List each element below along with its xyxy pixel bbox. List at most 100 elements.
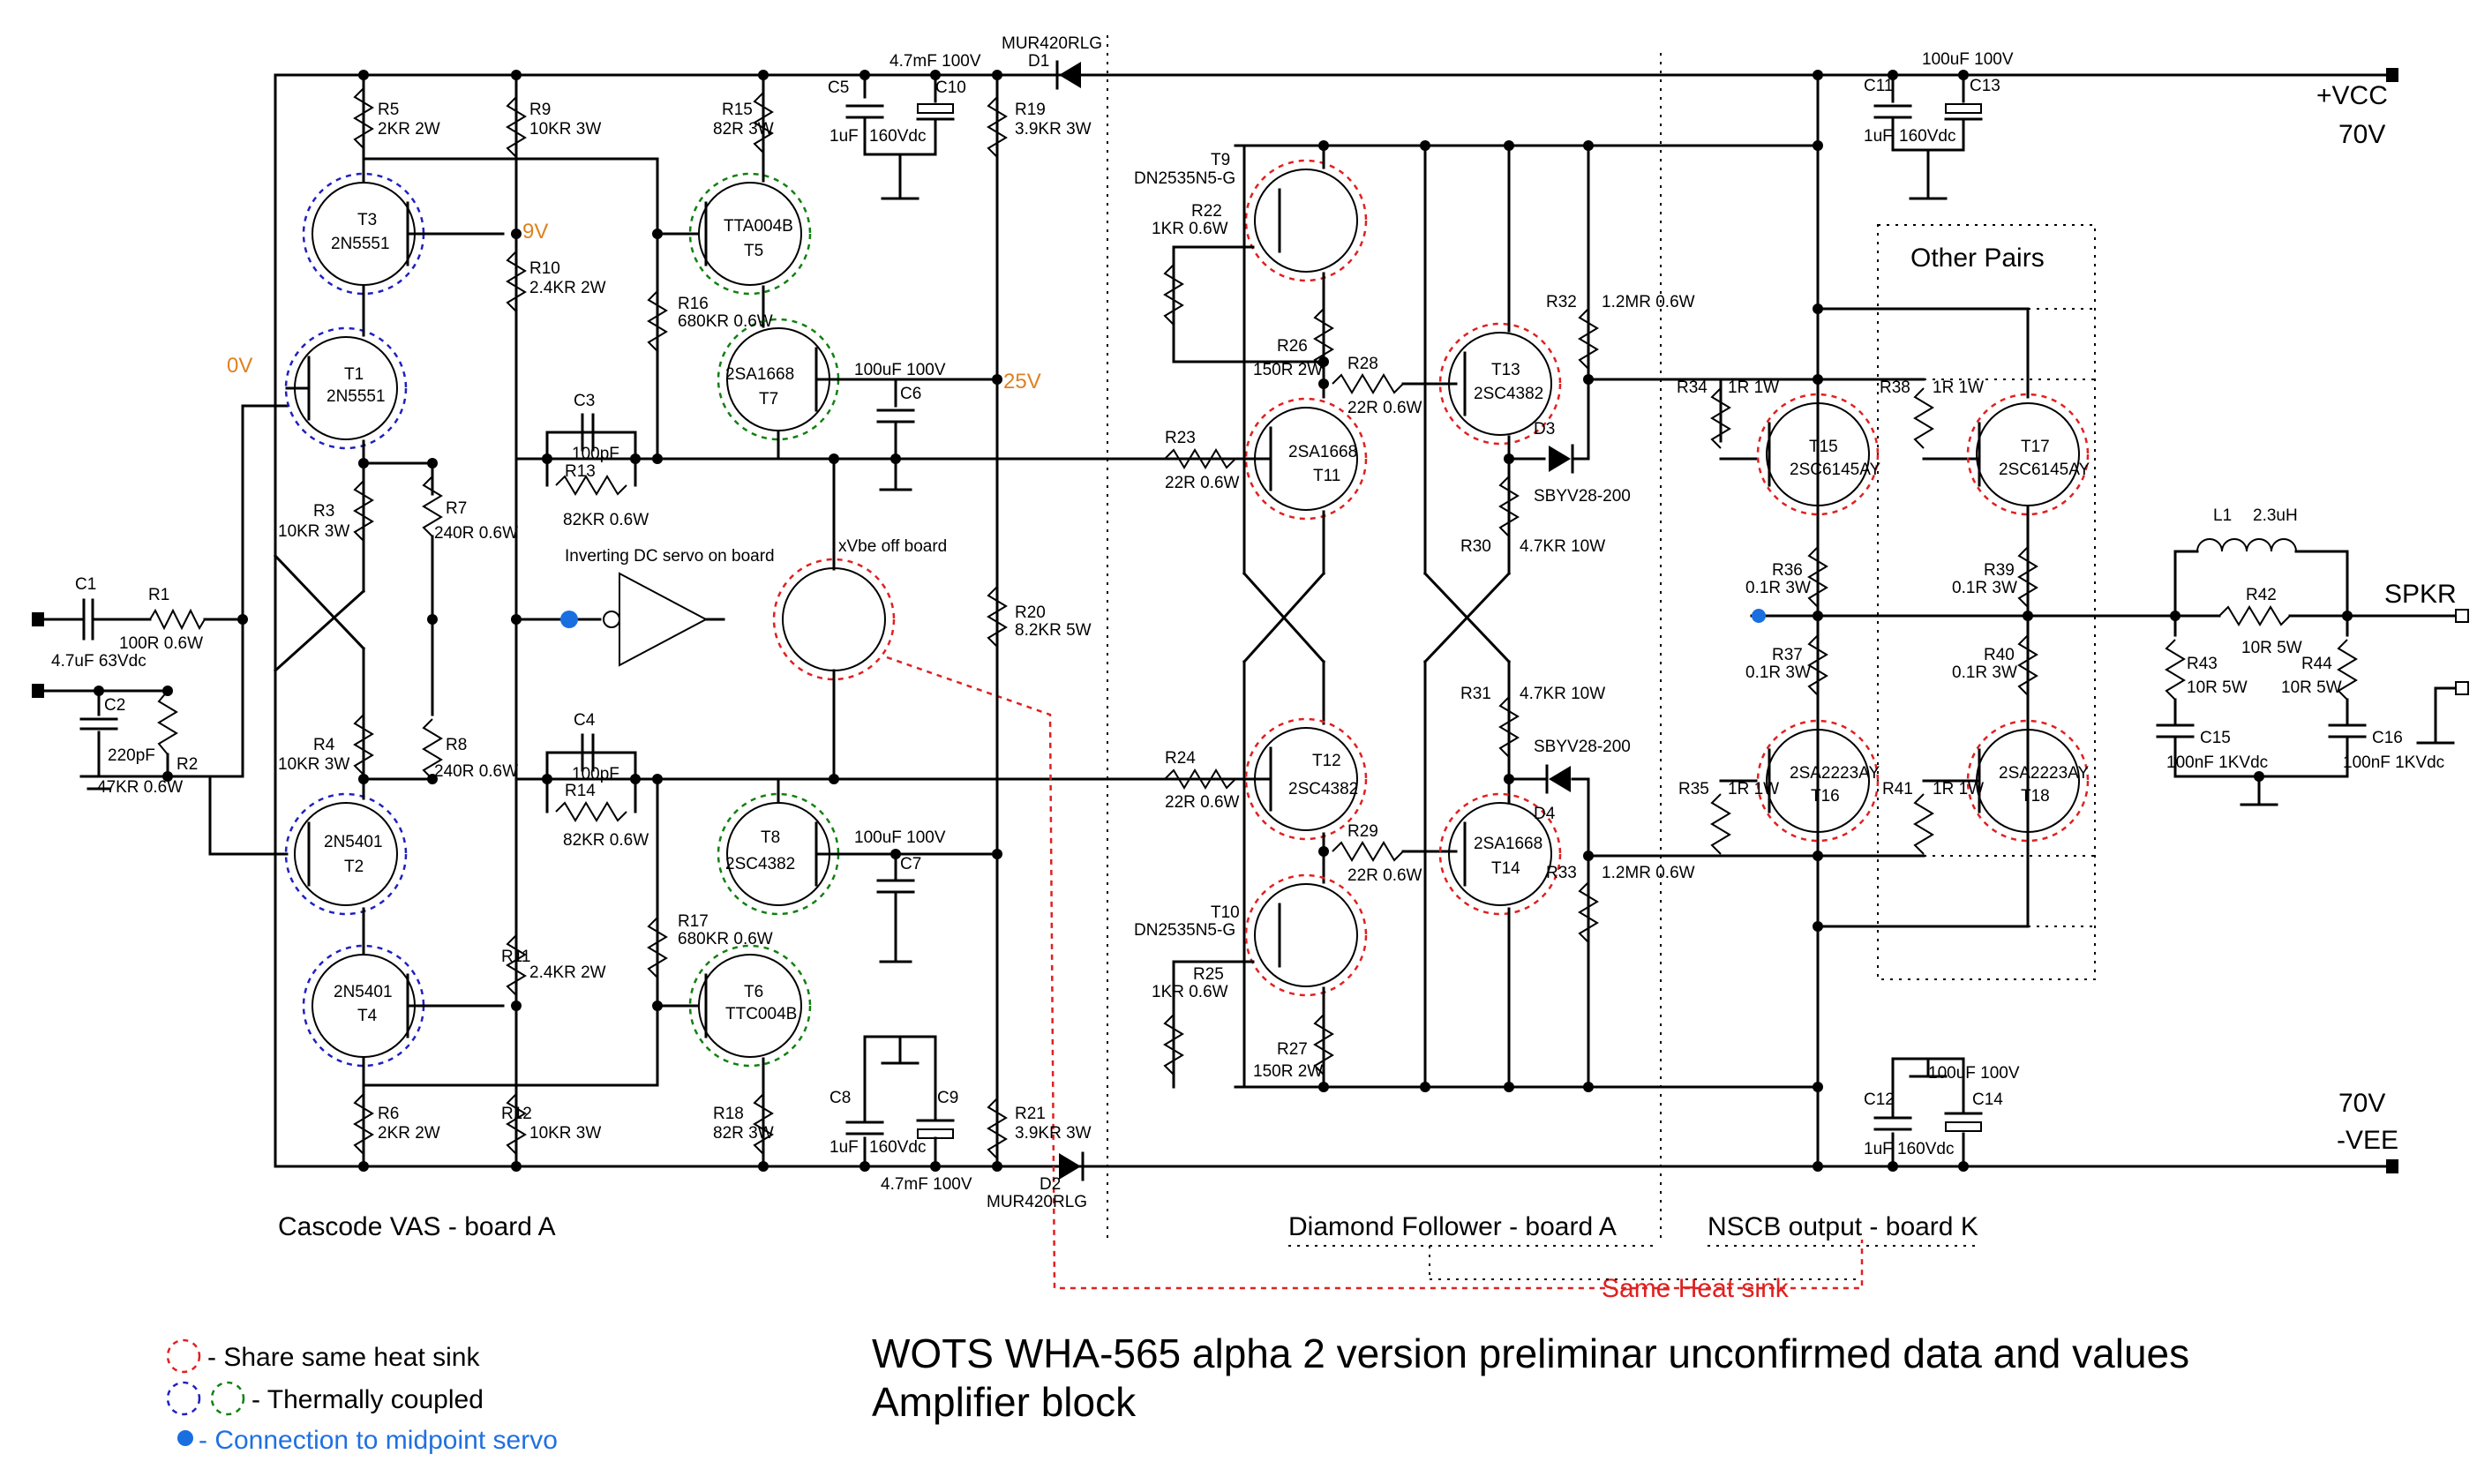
r2-label: R2 <box>176 755 198 774</box>
r7-label: R7 <box>446 499 467 518</box>
r15-label: R15 <box>722 101 753 119</box>
t10-heatsink-ring <box>1244 873 1368 997</box>
r39-label: R39 <box>1984 561 2015 580</box>
output-servo-point[interactable] <box>1752 609 1766 623</box>
c1-value: 4.7uF 63Vdc <box>51 652 146 671</box>
t4-type: 2N5401 <box>334 983 393 1001</box>
r34-label: R34 <box>1677 378 1708 397</box>
node-9v: 9V <box>522 220 548 244</box>
c16-value: 100nF 1KVdc <box>2343 753 2444 772</box>
t8-label: T8 <box>761 828 780 847</box>
r33-symbol <box>1578 881 1599 943</box>
r36-value: 0.1R 3W <box>1745 579 1811 597</box>
c9-value: 160Vdc <box>869 1138 926 1157</box>
t12-heatsink-ring <box>1244 717 1368 841</box>
r20-label: R20 <box>1015 603 1046 622</box>
r6-label: R6 <box>378 1105 399 1123</box>
spkr-terminal[interactable] <box>2455 609 2469 623</box>
t13-type: 2SC4382 <box>1474 385 1543 403</box>
r7-symbol <box>422 476 443 537</box>
r8-label: R8 <box>446 736 467 754</box>
c13-symbol <box>1945 103 1982 114</box>
r12-symbol <box>506 1093 527 1155</box>
vee-terminal[interactable] <box>2386 1159 2398 1173</box>
t12-label: T12 <box>1312 752 1341 770</box>
t7-label: T7 <box>759 390 778 408</box>
d4-label: D4 <box>1534 805 1556 823</box>
r18-value: 82R 3W <box>713 1124 774 1143</box>
t1-label: T1 <box>344 365 364 384</box>
r17-symbol <box>647 917 668 978</box>
c4-label: C4 <box>574 711 596 730</box>
r3-label: R3 <box>313 502 334 521</box>
r8-symbol <box>422 718 443 780</box>
junction-dots <box>94 70 2353 1172</box>
t1-type: 2N5551 <box>327 387 386 406</box>
t15-transistor <box>1766 402 1870 506</box>
other-pairs-label: Other Pairs <box>1910 244 2045 273</box>
c6-value: 100uF 100V <box>854 361 946 379</box>
t18-label: T18 <box>2021 787 2050 806</box>
c4-value: 100pF <box>572 765 619 783</box>
t17-label: T17 <box>2021 438 2050 456</box>
spkr-return-terminal[interactable] <box>2455 681 2469 695</box>
r33-label: R33 <box>1546 864 1577 882</box>
legend-thermal-text: - Thermally coupled <box>251 1385 484 1414</box>
r34-value: 1R 1W <box>1728 378 1779 397</box>
d1-value: MUR420RLG <box>1002 34 1102 53</box>
t4-label: T4 <box>357 1007 378 1025</box>
r44-label: R44 <box>2301 655 2332 673</box>
t15-heatsink-ring <box>1756 393 1880 516</box>
input-terminal[interactable] <box>32 612 44 626</box>
t3-transistor <box>312 182 416 286</box>
r20-value: 8.2KR 5W <box>1015 621 1092 640</box>
legend-heatsink-text: - Share same heat sink <box>207 1343 480 1372</box>
r4-symbol <box>353 714 374 776</box>
node-0v: 0V <box>227 354 252 378</box>
r39-value: 0.1R 3W <box>1952 579 2017 597</box>
t12-type: 2SC4382 <box>1288 780 1358 798</box>
c2-label: C2 <box>104 696 125 715</box>
vcc-terminal[interactable] <box>2386 68 2398 82</box>
legend-heatsink-ring <box>166 1338 201 1374</box>
r25-value: 1KR 0.6W <box>1152 983 1228 1001</box>
r19-label: R19 <box>1015 101 1046 119</box>
t2-transistor <box>294 802 398 906</box>
r16-symbol <box>647 290 668 352</box>
r43-value: 10R 5W <box>2187 678 2248 697</box>
r35-label: R35 <box>1678 780 1709 798</box>
c13-label: C13 <box>1970 77 2000 95</box>
servo-connection-dot[interactable] <box>560 611 578 628</box>
r21-value: 3.9KR 3W <box>1015 1124 1092 1143</box>
r44-value: 10R 5W <box>2281 678 2342 697</box>
t3-label: T3 <box>357 211 377 229</box>
r32-symbol <box>1578 308 1599 370</box>
r5-symbol <box>353 87 374 149</box>
c11-label: C11 <box>1864 77 1893 95</box>
r26-value: 150R 2W <box>1253 361 1323 379</box>
r38-value: 1R 1W <box>1933 378 1984 397</box>
r43-label: R43 <box>2187 655 2218 673</box>
r2-value: 47KR 0.6W <box>97 778 183 797</box>
r19-symbol <box>987 96 1008 158</box>
c8c9-value: 4.7mF 100V <box>881 1175 972 1194</box>
r28-value: 22R 0.6W <box>1347 399 1422 417</box>
r17-label: R17 <box>678 912 709 931</box>
r32-label: R32 <box>1546 293 1577 311</box>
t17-type: 2SC6145AY <box>1999 461 2090 479</box>
t10-transistor <box>1254 883 1358 987</box>
r38-label: R38 <box>1880 378 1910 397</box>
ground-ref-terminal[interactable] <box>32 684 44 698</box>
r40-symbol <box>2017 634 2038 696</box>
c7-value: 100uF 100V <box>854 828 946 847</box>
c2-value: 220pF <box>108 746 155 765</box>
t11-label: T11 <box>1313 467 1340 485</box>
l1-inductor <box>2196 538 2297 552</box>
page-title: WOTS WHA-565 alpha 2 version preliminar … <box>872 1330 2189 1376</box>
c12c14-value: 100uF 100V <box>1928 1064 2020 1083</box>
r23-symbol <box>1164 448 1236 469</box>
c16-label: C16 <box>2372 729 2403 747</box>
r37-symbol <box>1807 634 1828 696</box>
t13-heatsink-ring <box>1438 322 1562 446</box>
node-25v: 25V <box>1003 370 1041 393</box>
